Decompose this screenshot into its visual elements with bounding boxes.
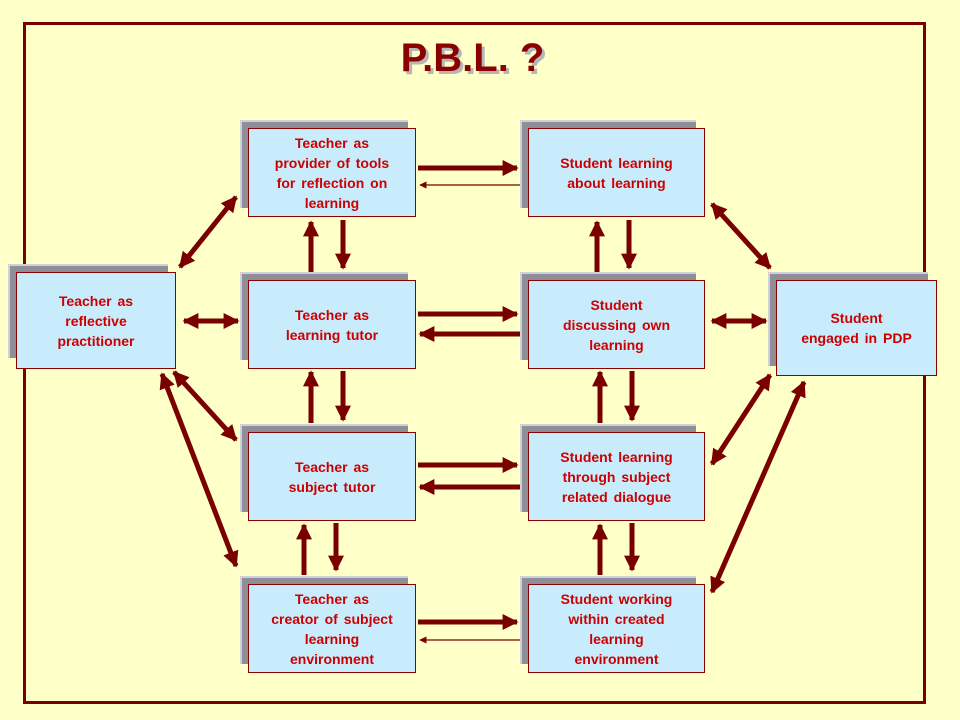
node-label: Teacher as subject tutor [288,458,376,495]
node-student-learning-about-learning: Student learning about learning [528,128,705,217]
node-label: Teacher as learning tutor [285,306,379,343]
node-teacher-creator-environment: Teacher as creator of subject learning e… [248,584,416,673]
node-student-working-environment: Student working within created learning … [528,584,705,673]
node-student-subject-dialogue: Student learning through subject related… [528,432,705,521]
node-teacher-learning-tutor: Teacher as learning tutor [248,280,416,369]
node-label: Student discussing own learning [562,296,670,353]
arrow-practitioner-creator [159,372,239,568]
node-label: Teacher as provider of tools for reflect… [274,134,390,211]
node-label: Teacher as reflective practitioner [57,292,135,349]
node-teacher-subject-tutor: Teacher as subject tutor [248,432,416,521]
node-student-discussing-own-learning: Student discussing own learning [528,280,705,369]
arrow-aboutlearning-pdp [710,202,772,270]
node-label: Teacher as creator of subject learning e… [271,590,393,667]
node-teacher-reflective-practitioner: Teacher as reflective practitioner [16,272,176,369]
arrow-practitioner-tools [178,195,238,269]
node-label: Student learning about learning [560,154,673,191]
arrow-dialogue-pdp [709,373,773,466]
node-teacher-tools-reflection: Teacher as provider of tools for reflect… [248,128,416,217]
arrow-working-pdp [709,380,807,594]
node-student-engaged-pdp: Student engaged in PDP [776,280,937,376]
node-label: Student learning through subject related… [560,448,673,505]
node-label: Student working within created learning … [560,590,673,667]
node-label: Student engaged in PDP [801,310,912,346]
diagram-title: P.B.L. ? [400,36,545,80]
